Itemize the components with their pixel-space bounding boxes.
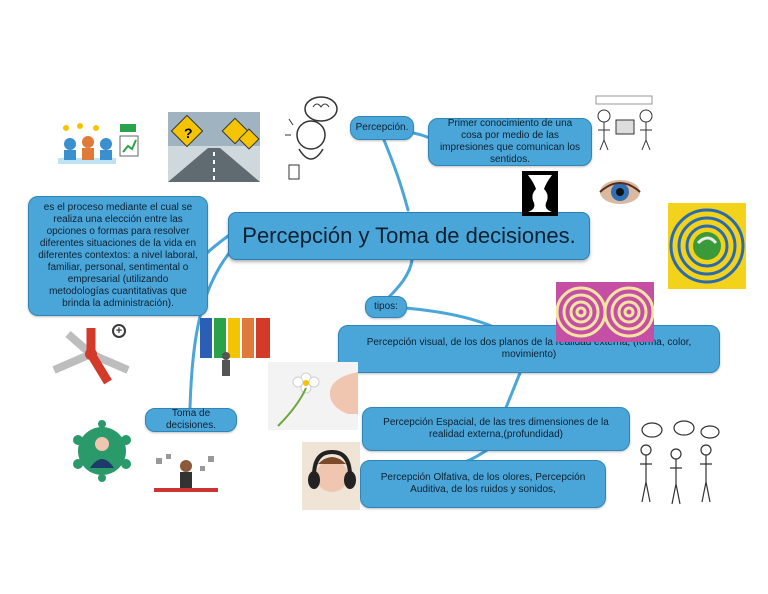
connector-visual-espacial <box>503 371 522 412</box>
node-percepcion-visual[interactable]: Percepción visual, de los dos planos de … <box>338 325 720 373</box>
people-silhouettes-illustration <box>632 420 722 510</box>
comic-strip-illustration <box>590 94 658 154</box>
connector-central-percepcion <box>382 138 410 212</box>
arrows-choice-icon <box>46 320 136 388</box>
connector-central-tipos <box>386 258 414 300</box>
node-decision-definition[interactable]: es el proceso mediante el cual se realiz… <box>28 196 208 316</box>
add-icon[interactable]: + <box>112 324 126 338</box>
meeting-illustration <box>48 122 143 180</box>
headphones-girl-illustration <box>302 442 360 510</box>
node-toma-de-decisiones[interactable]: Toma de decisiones. <box>145 408 237 432</box>
node-percepcion[interactable]: Percepción. <box>350 116 414 140</box>
brain-thinking-illustration <box>285 95 340 187</box>
connector-central-decision <box>204 234 230 256</box>
central-topic-label: Percepción y Toma de decisiones. <box>242 223 576 248</box>
node-tipos[interactable]: tipos: <box>365 296 407 318</box>
smelling-flower-illustration <box>268 362 358 430</box>
node-percepcion-definition[interactable]: Primer conocimiento de una cosa por medi… <box>428 118 592 166</box>
svg-text:?: ? <box>184 125 193 141</box>
businessman-icon <box>72 420 132 482</box>
vase-illusion-icon <box>522 171 558 216</box>
spiral-illusion-image <box>556 282 654 342</box>
road-signs-illustration: ? <box>168 112 260 182</box>
optical-illusion-image <box>668 203 746 289</box>
node-percepcion-espacial[interactable]: Percepción Espacial, de las tres dimensi… <box>362 407 630 451</box>
central-topic[interactable]: Percepción y Toma de decisiones. <box>228 212 590 260</box>
doors-choice-illustration <box>196 312 276 380</box>
eye-illustration <box>598 168 642 216</box>
juggling-woman-illustration <box>150 452 222 510</box>
connector-central-toma <box>188 250 232 410</box>
node-percepcion-olfativa[interactable]: Percepción Olfativa, de los olores, Perc… <box>360 460 606 508</box>
